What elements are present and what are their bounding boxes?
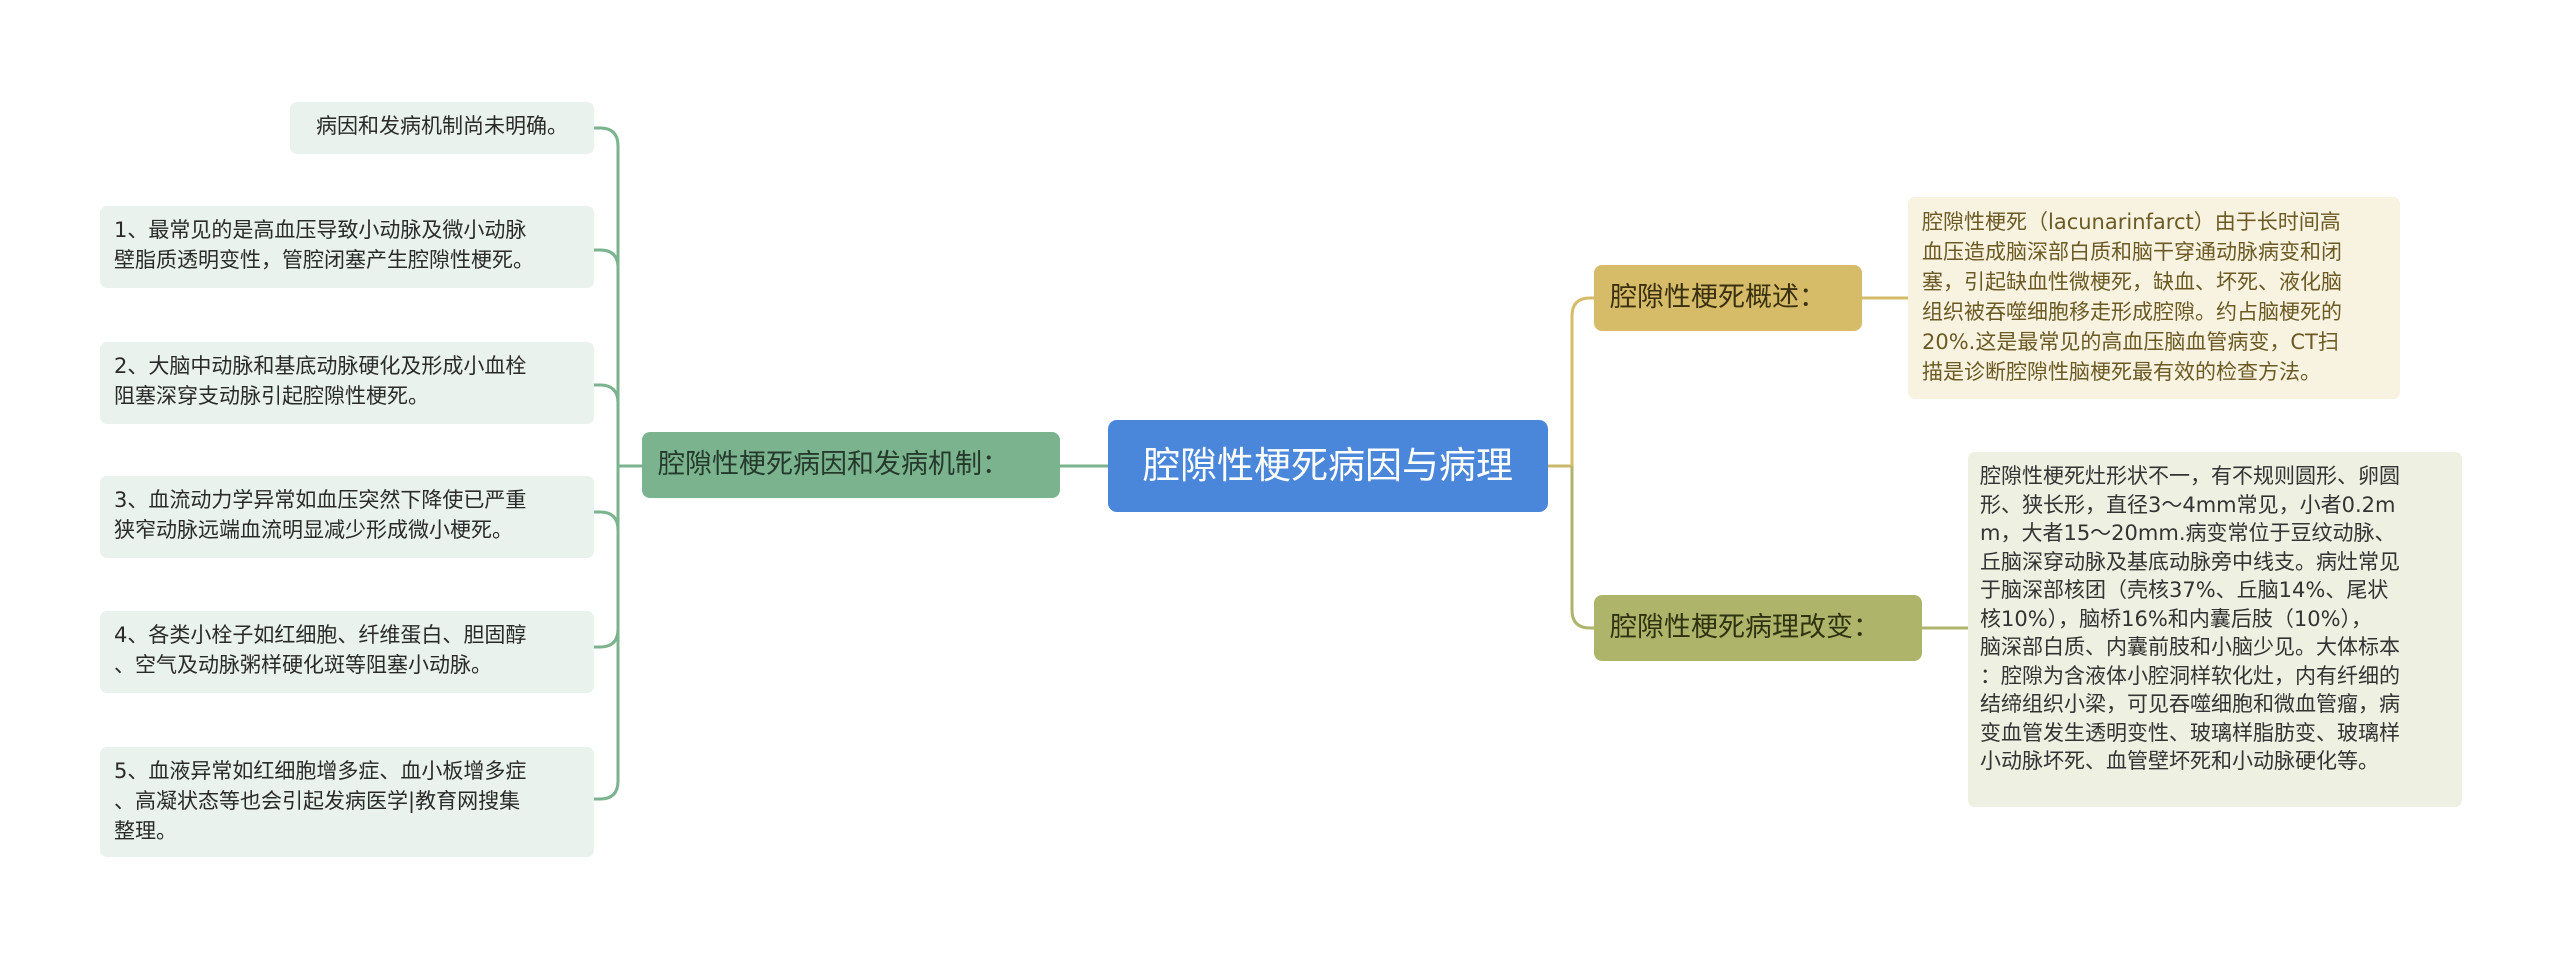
- leaf-etiology-3[interactable]: 3、血流动力学异常如血压突然下降使已严重 狭窄动脉远端血流明显减少形成微小梗死。: [100, 476, 594, 558]
- leaf-etiology-2[interactable]: 2、大脑中动脉和基底动脉硬化及形成小血栓 阻塞深穿支动脉引起腔隙性梗死。: [100, 342, 594, 424]
- connector-left-leaf-2: [594, 383, 620, 466]
- leaf-overview-text[interactable]: 腔隙性梗死（lacunarinfarct）由于长时间高 血压造成脑深部白质和脑干…: [1908, 197, 2400, 399]
- leaf-etiology-0[interactable]: 病因和发病机制尚未明确。: [290, 102, 594, 154]
- branch-pathology[interactable]: 腔隙性梗死病理改变：: [1594, 595, 1922, 661]
- leaf-etiology-5[interactable]: 5、血液异常如红细胞增多症、血小板增多症 、高凝状态等也会引起发病医学|教育网搜…: [100, 747, 594, 857]
- connector-right-1: [1570, 296, 1594, 466]
- connector-right-2: [1570, 466, 1594, 630]
- connector-left-leaf-1: [594, 248, 620, 466]
- leaf-etiology-4[interactable]: 4、各类小栓子如红细胞、纤维蛋白、胆固醇 、空气及动脉粥样硬化斑等阻塞小动脉。: [100, 611, 594, 693]
- leaf-pathology-text[interactable]: 腔隙性梗死灶形状不一，有不规则圆形、卵圆 形、狭长形，直径3～4mm常见，小者0…: [1968, 452, 2462, 807]
- connector-left-leaf-5: [594, 466, 620, 801]
- leaf-etiology-1[interactable]: 1、最常见的是高血压导致小动脉及微小动脉 壁脂质透明变性，管腔闭塞产生腔隙性梗死…: [100, 206, 594, 288]
- branch-overview[interactable]: 腔隙性梗死概述：: [1594, 265, 1862, 331]
- connector-left-leaf-3: [594, 466, 620, 531]
- connector-left-leaf-0: [594, 126, 620, 466]
- root-topic[interactable]: 腔隙性梗死病因与病理: [1108, 420, 1548, 512]
- branch-etiology[interactable]: 腔隙性梗死病因和发病机制：: [642, 432, 1060, 498]
- connector-left-leaf-4: [594, 466, 620, 649]
